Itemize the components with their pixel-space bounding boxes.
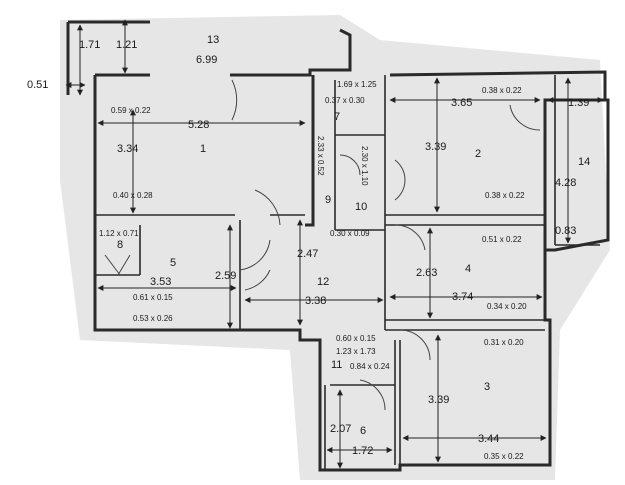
opening-label: 0.37 x 0.30 (325, 96, 365, 105)
opening-label: 0.38 x 0.22 (485, 191, 525, 200)
room-label-8: 8 (117, 239, 123, 251)
opening-label: 2.33 x 0.52 (316, 136, 325, 176)
opening-label: 0.51 x 0.22 (482, 235, 522, 244)
paper-shadow (60, 15, 610, 480)
opening-label: 0.30 x 0.09 (330, 229, 370, 238)
dim-1-71: 1.71 (79, 39, 100, 51)
room-labels: 13 1 7 2 14 9 10 8 5 4 12 11 3 6 (117, 34, 590, 437)
dim-0-83: 0.83 (555, 225, 576, 237)
opening-label: 0.31 x 0.20 (484, 338, 524, 347)
dim-2-63: 2.63 (416, 267, 437, 279)
room-label-9: 9 (325, 194, 331, 206)
opening-label: 0.34 x 0.20 (487, 302, 527, 311)
dim-3-53: 3.53 (150, 276, 171, 288)
room-label-13: 13 (207, 34, 219, 46)
room-label-10: 10 (355, 201, 367, 213)
dim-6-99: 6.99 (196, 54, 217, 66)
dimension-lines (65, 19, 604, 469)
dim-1-21: 1.21 (116, 39, 137, 51)
dim-3-44: 3.44 (478, 433, 499, 445)
dim-3-34: 3.34 (117, 143, 138, 155)
opening-label: 0.38 x 0.22 (482, 86, 522, 95)
dim-0-51: 0.51 (27, 79, 48, 91)
walls (66, 20, 610, 472)
dim-3-39a: 3.39 (425, 141, 446, 153)
dim-1-72: 1.72 (352, 445, 373, 457)
room-label-14: 14 (578, 156, 590, 168)
room-label-4: 4 (465, 263, 471, 275)
dim-2-07: 2.07 (330, 423, 351, 435)
opening-label: 0.40 x 0.28 (113, 191, 153, 200)
doors (104, 79, 541, 411)
opening-label: 2.30 x 1.10 (360, 146, 369, 186)
dim-3-39b: 3.39 (428, 394, 449, 406)
opening-label: 0.35 x 0.22 (484, 452, 524, 461)
dim-4-28: 4.28 (555, 177, 576, 189)
room-label-5: 5 (170, 257, 176, 269)
dim-3-74: 3.74 (452, 291, 473, 303)
opening-label: 1.69 x 1.25 (337, 80, 377, 89)
room-label-3: 3 (484, 381, 490, 393)
dimension-values: 1.71 1.21 0.51 6.99 5.28 3.34 3.53 2.59 … (27, 39, 589, 457)
dim-5-28: 5.28 (188, 119, 209, 131)
room-label-7: 7 (334, 111, 340, 123)
dim-2-47: 2.47 (297, 248, 318, 260)
opening-labels: 0.59 x 0.22 0.40 x 0.28 1.12 x 0.71 0.61… (99, 80, 527, 461)
opening-label: 0.60 x 0.15 (336, 334, 376, 343)
opening-label: 0.53 x 0.26 (133, 314, 173, 323)
room-label-11: 11 (331, 359, 342, 371)
room-label-1: 1 (200, 143, 206, 155)
opening-label: 1.12 x 0.71 (99, 229, 139, 238)
opening-label: 0.84 x 0.24 (350, 362, 390, 371)
room-label-2: 2 (475, 148, 481, 160)
dim-3-38: 3.38 (305, 295, 326, 307)
dim-1-39: 1.39 (568, 97, 589, 109)
dim-2-59: 2.59 (215, 270, 236, 282)
dim-3-65: 3.65 (451, 97, 472, 109)
opening-label: 0.61 x 0.15 (133, 293, 173, 302)
room-label-6: 6 (360, 425, 366, 437)
opening-label: 0.59 x 0.22 (111, 106, 151, 115)
opening-label: 1.23 x 1.73 (336, 347, 376, 356)
room-label-12: 12 (317, 276, 329, 288)
